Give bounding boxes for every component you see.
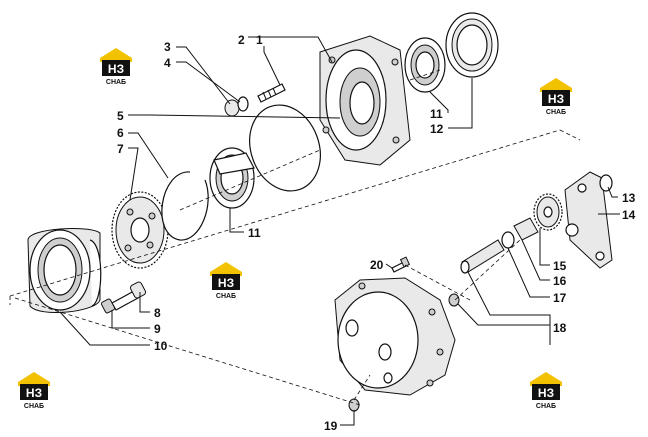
svg-text:НЗ: НЗ [538,386,554,400]
watermark-logo: НЗ СНАБ [100,48,132,86]
bearing-right [404,37,446,93]
callout-14: 14 [622,208,636,222]
svg-text:НЗ: НЗ [26,386,42,400]
callout-16: 16 [553,274,567,288]
svg-text:НЗ: НЗ [108,62,124,76]
callout-7: 7 [117,142,124,156]
callout-11-left: 11 [248,226,261,240]
svg-text:СНАБ: СНАБ [24,403,44,410]
mounting-plate [564,171,613,269]
wheel-hub [319,35,411,166]
callout-20: 20 [370,258,384,272]
bearing-left [209,147,255,209]
o-ring [249,104,321,192]
small-bolt-bottom [348,398,360,412]
svg-text:СНАБ: СНАБ [536,403,556,410]
callout-3: 3 [164,40,171,54]
callout-17: 17 [553,291,567,305]
wheel-stud [257,83,286,103]
thrust-washer [501,231,515,249]
callout-10: 10 [154,339,168,353]
bolt-and-nut [100,281,147,314]
planet-carrier-housing [334,277,456,396]
callout-18: 18 [553,321,567,335]
callout-11-right: 11 [430,107,443,121]
callout-9: 9 [154,322,161,336]
watermark-logos: НЗ СНАБ НЗ СНАБ НЗ СНАБ НЗ СНАБ НЗ СНАБ [18,48,572,410]
callout-8: 8 [154,306,161,320]
callout-6: 6 [117,126,124,140]
watermark-logo: НЗ СНАБ [530,372,562,410]
planet-pin [460,239,505,274]
snap-ring [161,171,209,241]
svg-text:СНАБ: СНАБ [106,79,126,86]
callout-5: 5 [117,109,124,123]
svg-text:НЗ: НЗ [218,276,234,290]
needle-bearing [513,217,539,241]
toothed-carrier-plate [111,191,169,269]
svg-text:СНАБ: СНАБ [216,293,236,300]
callout-1: 1 [256,33,263,47]
callout-19: 19 [324,419,338,433]
svg-text:СНАБ: СНАБ [546,109,566,116]
callout-15: 15 [553,259,567,273]
small-bolt-top [391,256,411,273]
watermark-logo: НЗ СНАБ [18,372,50,410]
callout-13: 13 [622,191,636,205]
watermark-logo: НЗ СНАБ [540,78,572,116]
watermark-logo: НЗ СНАБ [210,262,242,300]
callout-2: 2 [238,33,245,47]
ring-gear-housing [27,228,102,314]
oil-seal [445,12,499,78]
callout-12: 12 [430,122,444,136]
callout-4: 4 [164,56,171,70]
housing-plug [448,293,460,307]
leader-lines [59,36,620,426]
pinion-gear [533,193,563,231]
svg-text:НЗ: НЗ [548,92,564,106]
callout-labels: 1 2 3 4 5 6 7 8 9 10 11 11 12 13 14 15 1… [117,33,636,433]
snap-ring-small [599,174,613,192]
nut-and-washer [224,96,249,117]
